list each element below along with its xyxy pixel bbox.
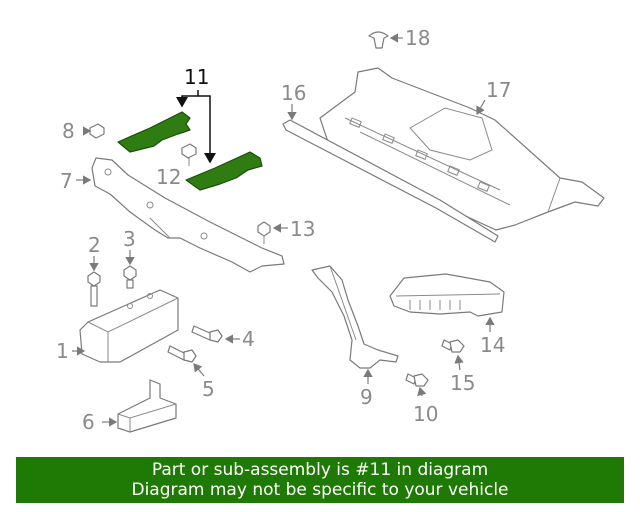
- callout-5: 5: [202, 377, 215, 401]
- banner-line-1: Part or sub-assembly is #11 in diagram: [151, 460, 489, 480]
- parts-diagram: 18 17 16 11 8 12: [56, 26, 605, 434]
- part-14-air-duct[interactable]: [389, 273, 505, 332]
- part-11-bracket-right[interactable]: [185, 151, 263, 191]
- callout-2: 2: [88, 233, 101, 257]
- callout-13: 13: [290, 217, 315, 241]
- callout-14: 14: [480, 333, 505, 357]
- part-18-clip[interactable]: [368, 31, 403, 49]
- callout-6: 6: [82, 410, 95, 434]
- part-2-bolt[interactable]: [87, 256, 101, 307]
- callout-11-leaders: [176, 90, 216, 164]
- callout-10: 10: [413, 402, 438, 426]
- callout-17: 17: [486, 78, 511, 102]
- part-5-bolt[interactable]: [167, 345, 205, 377]
- part-7-tie-bar[interactable]: [76, 157, 285, 273]
- part-17-splash-shield[interactable]: [319, 67, 605, 231]
- part-9-brace[interactable]: [311, 265, 399, 384]
- callout-15: 15: [450, 371, 475, 395]
- callout-12: 12: [156, 165, 181, 189]
- banner-line-2: Diagram may not be specific to your vehi…: [131, 480, 509, 500]
- callout-9: 9: [360, 385, 373, 409]
- part-3-bolt[interactable]: [123, 250, 137, 289]
- part-8-bolt[interactable]: [82, 123, 105, 139]
- callout-4: 4: [242, 327, 255, 351]
- callout-3: 3: [123, 227, 136, 251]
- part-4-bolt[interactable]: [191, 325, 240, 344]
- part-10-bolt[interactable]: [405, 373, 429, 397]
- callout-8: 8: [62, 119, 75, 143]
- info-banner: Part or sub-assembly is #11 in diagram D…: [16, 457, 624, 503]
- part-13-bolt[interactable]: [257, 221, 288, 244]
- callout-16: 16: [281, 81, 306, 105]
- part-11-bracket-left[interactable]: [117, 111, 191, 153]
- part-1-bracket[interactable]: [72, 289, 179, 363]
- callout-1: 1: [56, 339, 69, 363]
- callout-11: 11: [184, 65, 209, 89]
- callout-7: 7: [60, 169, 73, 193]
- part-16-seal-strip[interactable]: [282, 104, 499, 243]
- callout-18: 18: [405, 26, 430, 50]
- part-15-bolt[interactable]: [441, 339, 465, 371]
- part-12-bolt[interactable]: [181, 143, 197, 166]
- part-6-bracket[interactable]: [102, 379, 177, 433]
